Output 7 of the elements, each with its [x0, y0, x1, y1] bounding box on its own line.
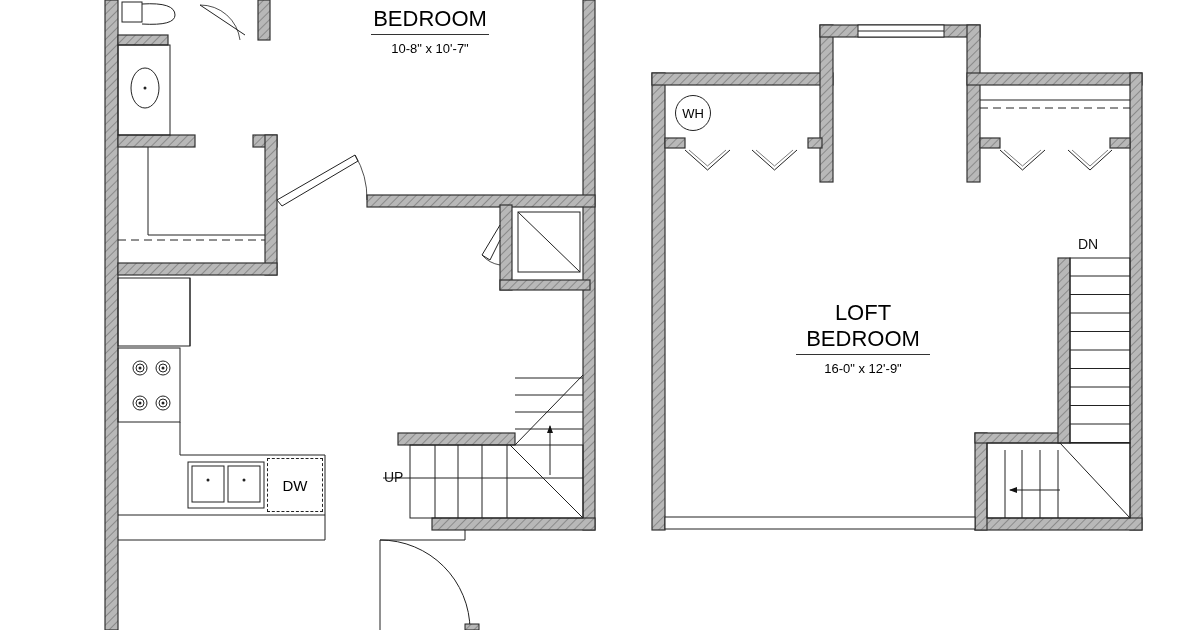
stair-label: UP — [384, 469, 404, 485]
dishwasher-box: DW — [267, 458, 323, 512]
room-dimensions: 10-8" x 10'-7" — [391, 41, 469, 56]
room-name: LOFT BEDROOM — [796, 300, 930, 355]
room-dimensions: 16-0" x 12'-9" — [824, 361, 902, 376]
stair-label: DN — [1078, 236, 1099, 252]
room-name: BEDROOM — [371, 6, 489, 35]
